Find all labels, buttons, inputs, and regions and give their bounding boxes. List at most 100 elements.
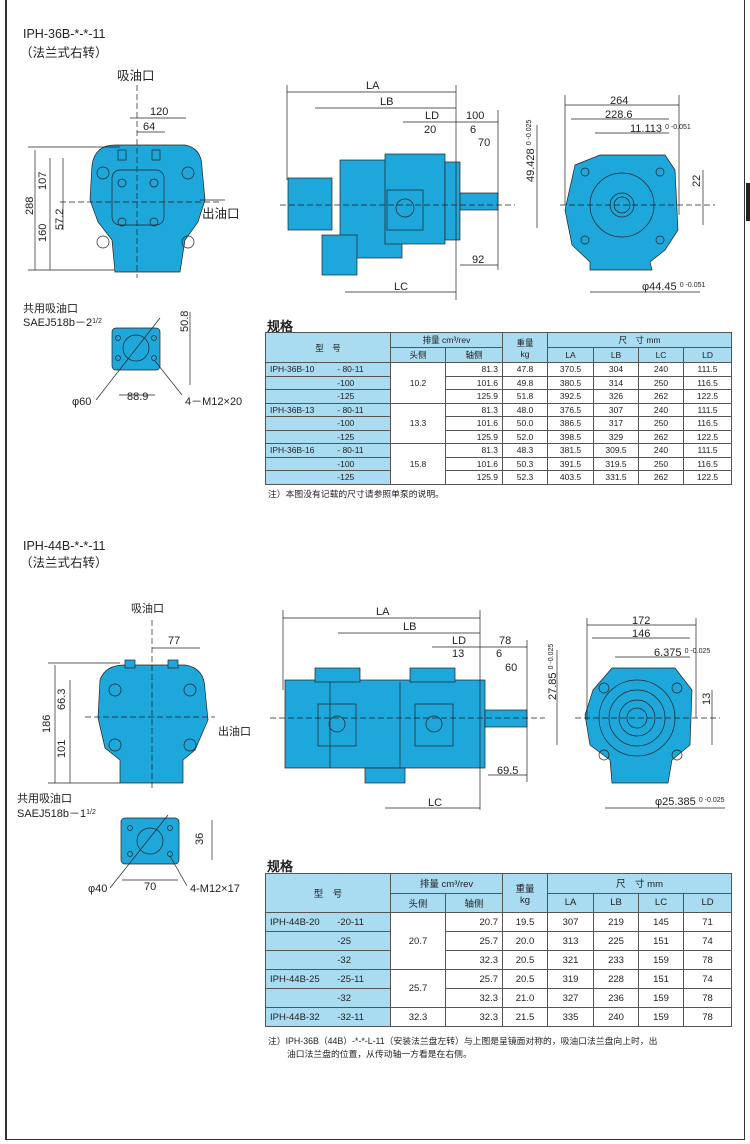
lb-cell: 326 [593,389,640,404]
ld-cell: 116.5 [683,416,733,431]
model-cell: -32 [265,988,391,1008]
pump-44b-side-view [270,610,558,810]
weight-cell: 20.5 [502,950,548,970]
shaft-displacement: 125.9 [444,470,504,485]
weight-cell: 20.0 [502,931,548,951]
dim-LA-2: LA [376,606,390,618]
note-44b-line2: 油口法兰盘的位置，从传动轴一方看是在右侧。 [287,1049,472,1059]
ld-cell: 111.5 [683,362,733,377]
flange-label-1b: 共用吸油口 [17,793,72,805]
head-displacement: 20.7 [390,912,446,970]
dim-70: 70 [478,137,491,149]
note-36b: 注）本图没有记载的尺寸请参照单泵的说明。 [268,489,444,499]
weight-cell: 48.0 [502,402,549,417]
shaft-displacement: 32.3 [445,988,503,1008]
pump-36b-side-view [280,85,538,300]
header-head: 头侧 [390,347,446,363]
shaft-displacement: 25.7 [445,969,503,989]
dim-bolts-2: 4-M12×17 [190,883,240,895]
la-cell: 335 [547,1007,594,1027]
header-LC: LC [638,347,685,363]
model-cell: -100 [265,416,391,431]
dim-120: 120 [150,106,169,118]
weight-cell: 52.0 [502,429,549,444]
lc-cell: 250 [638,416,685,431]
dim-bolts: 4－M12×20 [185,396,243,408]
header-model: 型 号 [265,332,391,363]
lc-cell: 240 [638,402,685,417]
header-disp: 排量 cm³/rev [389,332,504,348]
shaft-displacement: 25.7 [445,931,503,951]
section1-title: IPH-36B-*-*-11 [23,27,106,41]
dim-288: 288 [24,196,36,215]
dim-13: 13 [452,648,465,660]
header-shaft: 轴侧 [445,892,503,913]
la-cell: 321 [547,950,594,970]
dim-264: 264 [610,95,629,107]
lb-cell: 307 [593,402,640,417]
flange-label-2: SAEJ518b－21/2 [23,317,102,329]
ld-cell: 78 [682,1007,733,1027]
flange-label-2b: SAEJ518b－11/2 [17,808,96,820]
dim-92: 92 [472,254,485,266]
dim-20: 20 [424,124,437,136]
header-head: 头侧 [390,892,446,913]
dim-LC: LC [394,281,409,293]
suction-port-label: 吸油口 [117,69,155,83]
ld-cell: 111.5 [683,443,733,458]
model-cell: -125 [265,389,391,404]
outlet-port-label: 出油口 [202,207,240,221]
header-model: 型 号 [265,873,391,913]
weight-cell: 21.5 [502,1007,548,1027]
dim-77: 77 [168,635,181,647]
lb-cell: 319.5 [593,456,640,471]
section2-subtitle: （法兰式右转） [20,556,108,570]
dim-186: 186 [41,714,53,733]
lb-cell: 219 [593,912,639,932]
shaft-displacement: 32.3 [445,1007,503,1027]
weight-cell: 50.0 [502,416,549,431]
model-cell: IPH-44B-32-32-11 [265,1007,391,1027]
head-displacement: 15.8 [390,443,446,485]
lc-cell: 250 [638,456,685,471]
lc-cell: 240 [638,362,685,377]
dim-LB-2: LB [403,621,417,633]
shaft-displacement: 125.9 [444,389,504,404]
header-LA: LA [547,347,595,363]
dim-LA: LA [366,80,380,92]
dim-160: 160 [37,223,49,242]
model-cell: IPH-36B-16- 80-11 [265,443,391,458]
ld-cell: 71 [682,912,733,932]
page-tab-marker [746,183,750,221]
header-size: 尺 寸 mm [547,332,733,348]
shaft-displacement: 20.7 [445,912,503,932]
dim-phi40: φ40 [88,883,108,895]
dim-50-8: 50.8 [179,310,191,332]
model-cell: -125 [265,470,391,485]
suction-port-label-2: 吸油口 [131,603,164,615]
la-cell: 403.5 [547,470,595,485]
header-shaft: 轴侧 [444,347,504,363]
lc-cell: 159 [638,988,684,1008]
dim-88-9: 88.9 [127,391,149,403]
weight-cell: 47.8 [502,362,549,377]
dim-22: 22 [691,174,703,187]
model-cell: IPH-44B-25-25-11 [265,969,391,989]
pump-36b-front-view [28,85,225,278]
model-cell: IPH-44B-20-20-11 [265,912,391,932]
lb-cell: 236 [593,988,639,1008]
section1-subtitle: （法兰式右转） [20,46,108,60]
ld-cell: 122.5 [683,389,733,404]
ld-cell: 74 [682,931,733,951]
dim-LC-2: LC [428,797,443,809]
header-size: 尺 寸 mm [546,873,733,894]
la-cell: 380.5 [547,375,595,390]
